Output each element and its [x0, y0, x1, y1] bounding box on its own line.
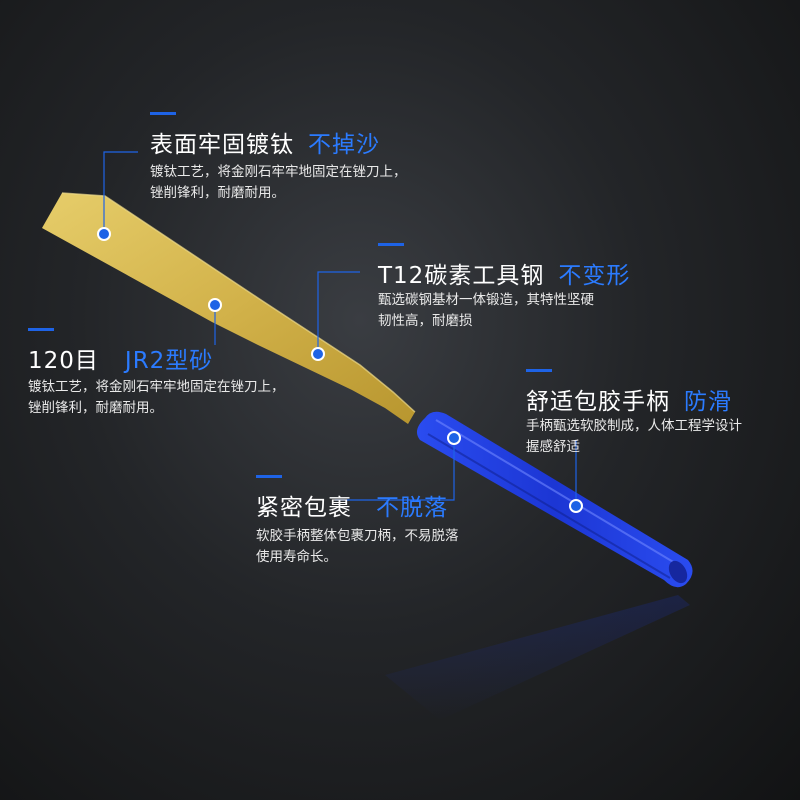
- feature-title-text: 舒适包胶手柄: [526, 389, 670, 415]
- feature-accent: JR2型砂: [124, 348, 214, 374]
- feature-description: 甄选碳钢基材一体锻造，其特性坚硬 韧性高，耐磨损: [378, 290, 594, 332]
- accent-bar: [150, 112, 176, 115]
- feature-title-text: 紧密包裹: [256, 495, 352, 521]
- feature-title: T12碳素工具钢不变形: [378, 256, 630, 290]
- feature-description: 软胶手柄整体包裹刀柄，不易脱落 使用寿命长。: [256, 526, 459, 568]
- description-line: 镀钛工艺，将金刚石牢牢地固定在锉刀上，: [150, 164, 407, 180]
- feature-title: 表面牢固镀钛不掉沙: [150, 125, 380, 159]
- description-line: 锉削锋利，耐磨耐用。: [150, 185, 285, 201]
- dot-coating: [97, 227, 111, 241]
- dot-steel: [311, 347, 325, 361]
- file-blade: [42, 192, 416, 424]
- accent-bar: [378, 243, 404, 246]
- feature-description: 手柄甄选软胶制成，人体工程学设计 握感舒适: [526, 416, 742, 458]
- dot-handle: [569, 499, 583, 513]
- feature-title-text: T12碳素工具钢: [378, 263, 545, 289]
- callout-dots: [97, 227, 583, 513]
- feature-accent: 防滑: [684, 389, 732, 415]
- feature-title: 舒适包胶手柄防滑: [526, 382, 732, 416]
- feature-title-text: 120目: [28, 348, 99, 374]
- description-line: 镀钛工艺，将金刚石牢牢地固定在锉刀上，: [28, 379, 285, 395]
- feature-accent: 不变形: [558, 263, 631, 289]
- feature-title: 紧密包裹不脱落: [256, 488, 448, 522]
- feature-accent: 不脱落: [376, 495, 448, 521]
- description-line: 使用寿命长。: [256, 549, 337, 565]
- feature-accent: 不掉沙: [308, 132, 380, 158]
- accent-bar: [256, 475, 282, 478]
- description-line: 手柄甄选软胶制成，人体工程学设计: [526, 418, 742, 434]
- accent-bar: [526, 369, 552, 372]
- dot-grit: [208, 298, 222, 312]
- feature-description: 镀钛工艺，将金刚石牢牢地固定在锉刀上， 锉削锋利，耐磨耐用。: [28, 377, 285, 419]
- description-line: 甄选碳钢基材一体锻造，其特性坚硬: [378, 292, 594, 308]
- handle-reflection: [385, 595, 690, 720]
- description-line: 锉削锋利，耐磨耐用。: [28, 400, 163, 416]
- description-line: 握感舒适: [526, 439, 580, 455]
- feature-title-text: 表面牢固镀钛: [150, 132, 294, 158]
- dot-wrap: [447, 431, 461, 445]
- description-line: 软胶手柄整体包裹刀柄，不易脱落: [256, 528, 459, 544]
- feature-title: 120目 JR2型砂: [28, 341, 213, 375]
- rubber-handle: [416, 411, 693, 588]
- accent-bar: [28, 328, 54, 331]
- feature-description: 镀钛工艺，将金刚石牢牢地固定在锉刀上， 锉削锋利，耐磨耐用。: [150, 162, 407, 204]
- description-line: 韧性高，耐磨损: [378, 313, 473, 329]
